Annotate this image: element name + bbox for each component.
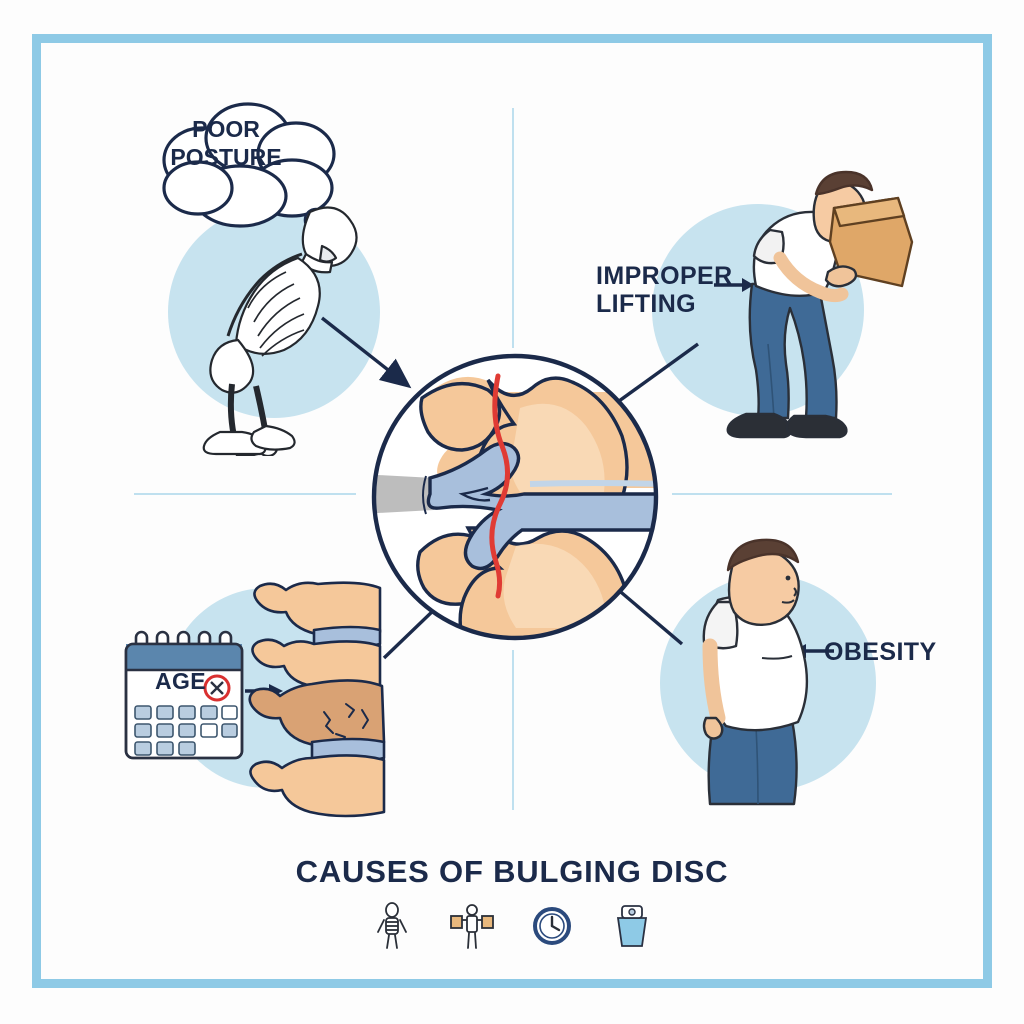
calendar-icon [124,630,244,760]
poor-posture-label: POOR POSTURE [170,116,282,171]
overweight-person-illustration [702,538,809,806]
page-title: CAUSES OF BULGING DISC [295,854,729,889]
arrow-poor-posture-to-center [320,316,412,389]
divider-horizontal-right [672,493,892,495]
obesity-label: OBESITY [824,638,937,666]
arrow-right-icon-lifting [714,278,754,292]
weight-scale-icon [616,905,648,947]
skeleton-icon [377,902,407,949]
lifting-icon [450,904,494,949]
person-lifting-box-illustration [726,170,914,439]
footer-icon-row [0,902,1024,950]
hunched-skeleton-illustration [202,206,358,456]
clock-icon [533,907,571,945]
bulging-disc-cross-section [371,353,659,641]
divider-vertical-bottom [512,650,514,810]
degenerated-spine-illustration [248,581,386,818]
divider-vertical-top [512,108,514,348]
thought-bubble-icon [162,102,344,246]
divider-horizontal-left [134,493,356,495]
age-label: AGE [155,668,207,694]
improper-lifting-label: IMPROPER LIFTING [596,262,733,318]
